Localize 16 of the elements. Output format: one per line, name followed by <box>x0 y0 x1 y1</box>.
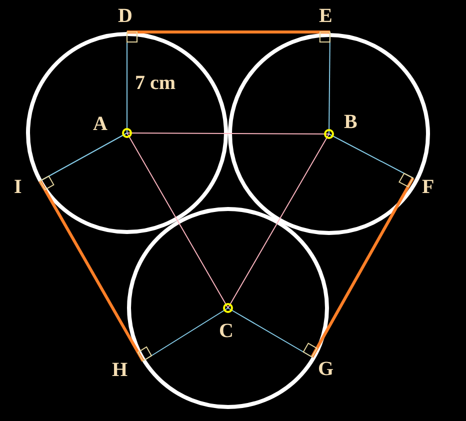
line-segment <box>127 30 330 34</box>
line-segment <box>38 180 144 362</box>
point-label: B <box>344 112 358 132</box>
line-segment <box>126 132 228 308</box>
point-label: H <box>112 360 128 380</box>
point-label: F <box>422 177 434 197</box>
point-label: I <box>14 177 22 197</box>
point-label: E <box>319 6 332 26</box>
point-label: G <box>318 359 334 379</box>
line-segment <box>126 132 330 134</box>
point-label: A <box>93 114 108 134</box>
edge-label: 7 cm <box>135 72 176 92</box>
line-segment <box>228 134 330 308</box>
point-label: D <box>118 6 132 26</box>
point-label: C <box>219 321 234 341</box>
line-segment <box>310 177 414 358</box>
